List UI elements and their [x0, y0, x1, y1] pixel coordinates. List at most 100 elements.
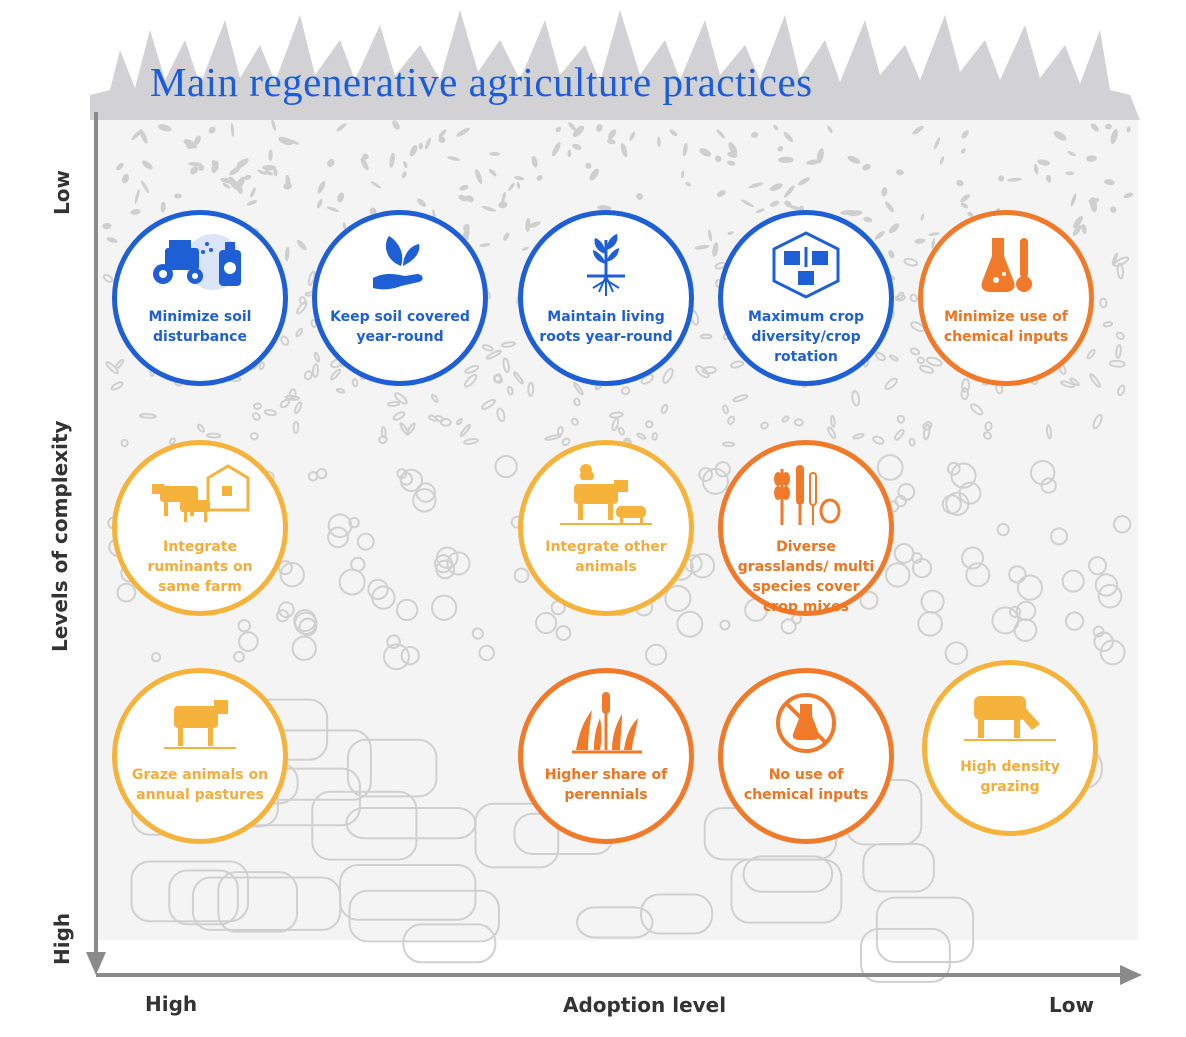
soil-grain — [727, 231, 734, 236]
soil-grain — [708, 229, 712, 242]
soil-grain — [1007, 177, 1023, 182]
soil-grain — [874, 231, 885, 240]
crop-rotation-icon — [768, 229, 844, 301]
soil-grain — [121, 173, 130, 184]
soil-grain — [620, 142, 628, 158]
soil-stone — [348, 889, 500, 943]
soil-pebble — [412, 488, 437, 513]
practice-label: Higher share of perennials — [544, 767, 668, 803]
soil-grain — [271, 119, 277, 132]
soil-grain — [481, 205, 497, 212]
soil-grain — [190, 166, 199, 175]
soil-pebble — [1008, 565, 1027, 584]
soil-grain — [257, 169, 267, 175]
soil-pebble — [298, 617, 318, 637]
soil-grain — [596, 124, 603, 132]
soil-grain — [528, 221, 541, 228]
soil-grain — [585, 162, 592, 169]
soil-grain — [716, 129, 726, 139]
soil-grain — [783, 131, 794, 143]
soil-grain — [567, 149, 572, 158]
soil-grain — [506, 385, 514, 396]
soil-grain — [335, 387, 346, 394]
soil-pebble — [534, 611, 558, 635]
soil-grain — [933, 137, 941, 150]
soil-pebble — [338, 568, 366, 596]
soil-grain — [399, 422, 410, 436]
soil-grain — [651, 432, 658, 441]
soil-grain — [205, 432, 222, 439]
soil-pebble — [277, 560, 293, 576]
soil-grain — [722, 404, 729, 415]
cattle-barn-icon — [150, 459, 250, 531]
soil-grain — [430, 393, 439, 403]
soil-grain — [769, 200, 780, 207]
soil-grain — [1116, 262, 1125, 280]
soil-grain — [669, 129, 678, 137]
soil-pebble — [689, 553, 716, 579]
soil-grain — [492, 374, 503, 384]
x-axis-left-label: High — [145, 992, 198, 1016]
soil-grain — [326, 206, 339, 212]
soil-grain — [727, 160, 736, 166]
soil-grain — [434, 415, 444, 423]
soil-pebble — [277, 601, 295, 619]
soil-grain — [250, 187, 256, 198]
practice-label: Integrate ruminants on same farm — [147, 539, 253, 595]
soil-grain — [956, 179, 964, 187]
soil-pebble — [293, 608, 317, 633]
soil-grain — [662, 367, 674, 384]
soil-grain — [158, 124, 172, 132]
practice-label: Minimize use of chemical inputs — [943, 309, 1069, 345]
soil-grain — [740, 199, 754, 208]
soil-pebble — [950, 462, 977, 489]
soil-grain — [597, 205, 612, 211]
practice-circle-integrate-other-animals: Integrate other animals — [518, 440, 694, 616]
soil-pebble — [676, 610, 704, 638]
soil-grain — [851, 390, 861, 407]
soil-pebble — [276, 609, 290, 623]
soil-pebble — [991, 606, 1020, 635]
soil-pebble — [958, 481, 982, 505]
soil-grain — [908, 437, 916, 447]
soil-grain — [881, 187, 888, 197]
soil-grain — [174, 193, 182, 199]
soil-pebble — [383, 643, 410, 671]
soil-grain — [888, 223, 900, 234]
soil-grain — [1053, 130, 1067, 141]
soil-grain — [1086, 155, 1097, 162]
soil-grain — [888, 250, 895, 259]
soil-grain — [699, 333, 713, 340]
soil-stone — [346, 738, 438, 798]
soil-grain — [424, 137, 431, 150]
soil-grain — [516, 181, 521, 190]
soil-grain — [292, 420, 300, 434]
soil-grain — [1110, 206, 1117, 213]
soil-grain — [228, 176, 239, 190]
soil-grain — [607, 139, 616, 145]
practice-label: Keep soil covered year-round — [330, 309, 470, 345]
soil-stone — [742, 855, 834, 893]
soil-grain — [141, 180, 149, 193]
soil-pebble — [233, 650, 245, 663]
soil-grain — [183, 139, 198, 149]
soil-grain — [1072, 224, 1082, 236]
soil-grain — [479, 243, 491, 247]
soil-grain — [884, 377, 898, 391]
soil-grain — [1069, 377, 1080, 387]
soil-stone — [402, 923, 497, 964]
soil-grain — [885, 201, 895, 213]
soil-pebble — [327, 526, 349, 549]
practice-label: Integrate other animals — [545, 539, 667, 575]
soil-grain — [284, 394, 300, 401]
soil-grain — [572, 143, 582, 150]
soil-grain — [555, 126, 562, 133]
soil-pebble — [151, 651, 162, 663]
soil-grain — [748, 182, 764, 189]
soil-grain — [721, 441, 736, 448]
soil-stone — [191, 876, 342, 931]
soil-grain — [611, 417, 620, 432]
soil-pebble — [348, 516, 360, 529]
soil-pebble — [356, 532, 375, 551]
soil-grain — [984, 421, 993, 432]
